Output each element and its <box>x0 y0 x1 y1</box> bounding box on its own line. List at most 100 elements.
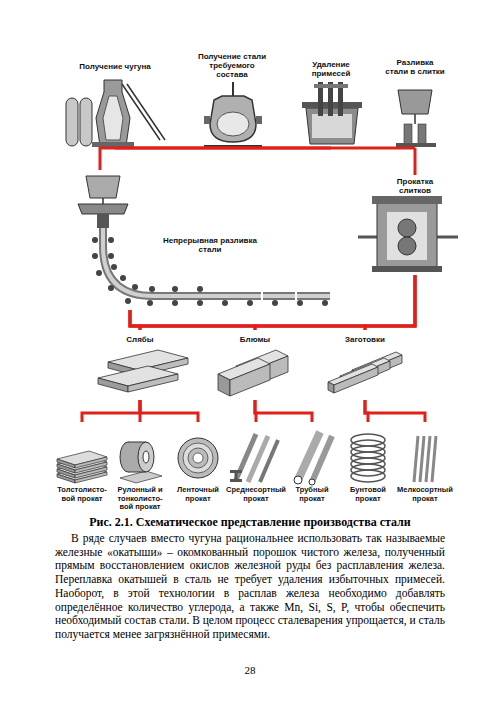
mill-stand <box>377 200 437 270</box>
trunnion <box>256 116 262 124</box>
ingot-casting-illustration <box>396 90 436 147</box>
process-stage: Получение стали требуемого состава <box>182 52 282 148</box>
bloom-illustration <box>218 358 270 396</box>
roller <box>247 300 253 306</box>
small-bar <box>432 436 436 482</box>
small-bar <box>420 436 424 482</box>
metal-stream <box>102 198 104 204</box>
roller <box>172 300 178 306</box>
product-label: Среднесортный прокат <box>224 486 288 503</box>
flow-connector <box>365 275 415 330</box>
slab-illustration <box>98 366 178 392</box>
product-node: Мелкосортный прокат <box>396 422 454 514</box>
roller <box>197 286 203 292</box>
flow-connector <box>255 400 312 422</box>
roller <box>222 300 228 306</box>
ladle-furnace-illustration <box>302 82 362 144</box>
product-label: Ленточный прокат <box>169 486 227 503</box>
body-paragraph: В ряде случаев вместо чугуна рациональне… <box>55 532 445 642</box>
guide-rollers <box>92 237 328 306</box>
flow-connector <box>140 275 415 330</box>
strand-cut <box>295 290 297 302</box>
coil-hole <box>143 451 149 463</box>
roller <box>297 300 303 306</box>
process-stage: Слябы <box>95 330 185 400</box>
pipe-end <box>294 476 302 484</box>
tundish <box>78 204 128 214</box>
flow-connector <box>365 400 425 422</box>
steel-strand <box>103 228 330 296</box>
roller <box>322 300 328 306</box>
flow-connector <box>82 400 140 422</box>
stage-label: Слябы <box>95 335 185 344</box>
process-stage: Получение чугуна <box>60 58 170 148</box>
coil-hole <box>193 453 203 463</box>
roller <box>108 253 114 259</box>
roller <box>132 284 138 290</box>
plate-illustration <box>57 451 107 468</box>
strip-coil-illustration <box>178 438 218 478</box>
crystallizer <box>97 214 109 228</box>
steel-strand-core <box>103 228 330 296</box>
pipe-illustration <box>294 432 332 485</box>
stage-label: Непрерывная разливка стали <box>155 236 265 254</box>
strand-cut <box>261 290 263 302</box>
small-bar <box>426 436 430 482</box>
process-stage: Заготовки <box>320 330 410 400</box>
roller <box>108 285 114 291</box>
product-label: Толстолисто- вой прокат <box>53 486 111 503</box>
flow-connector <box>414 148 417 175</box>
stage-label: Прокатка слитков <box>385 177 445 195</box>
sections-illustration <box>230 434 278 482</box>
product-node: Бунтовой прокат <box>339 422 397 514</box>
molten-metal <box>217 112 249 136</box>
ingot-mold <box>418 124 426 144</box>
stage-label: Получение стали требуемого состава <box>194 52 270 80</box>
thin-sheet <box>120 471 162 483</box>
process-stage: Блюмы <box>215 330 295 400</box>
flow-connector <box>140 400 198 422</box>
mill-window <box>387 212 427 260</box>
bar-bundle-illustration <box>414 436 436 482</box>
roller <box>197 300 203 306</box>
continuous-caster-illustration <box>78 176 330 306</box>
trunnion <box>204 116 210 124</box>
pipe <box>312 436 332 482</box>
roller <box>92 253 98 259</box>
roller <box>149 286 155 292</box>
work-roll <box>398 219 416 237</box>
electrode-holder <box>314 84 348 88</box>
product-node: Толстолисто- вой прокат <box>53 422 111 514</box>
ladle-melt <box>312 114 352 138</box>
wire-turn <box>351 470 385 482</box>
ladle <box>398 90 432 114</box>
roller <box>108 237 114 243</box>
converter-illustration <box>204 82 262 146</box>
stage-label: Получение чугуна <box>60 62 170 71</box>
figure-caption: Рис. 2.1. Схематическое представление пр… <box>0 515 500 530</box>
coil-face <box>138 442 154 472</box>
flow-connector <box>100 148 331 170</box>
product-node: Ленточный прокат <box>169 422 227 514</box>
product-label: Бунтовой прокат <box>339 486 397 503</box>
roller <box>125 298 131 304</box>
coil-ring <box>183 443 213 473</box>
section-bar <box>260 440 278 482</box>
wire-coil-illustration <box>351 434 385 482</box>
mold-base <box>396 143 436 147</box>
rolling-mill-illustration <box>358 196 458 272</box>
process-stage: Разливка стали в слитки <box>375 58 455 148</box>
product-label: Рулонный и тонколисто- вой прокат <box>111 486 169 512</box>
furnace-lining <box>103 96 123 140</box>
furnace-body <box>96 80 130 146</box>
stage-label: Разливка стали в слитки <box>385 58 445 76</box>
coil-illustration <box>120 442 162 483</box>
pipe-end <box>309 479 315 485</box>
roller <box>111 264 117 270</box>
stove-tower <box>80 98 92 146</box>
product-label: Трубный прокат <box>283 486 341 503</box>
product-node: Трубный прокат <box>283 422 341 514</box>
roller <box>96 270 102 276</box>
stove-tower <box>66 98 78 146</box>
